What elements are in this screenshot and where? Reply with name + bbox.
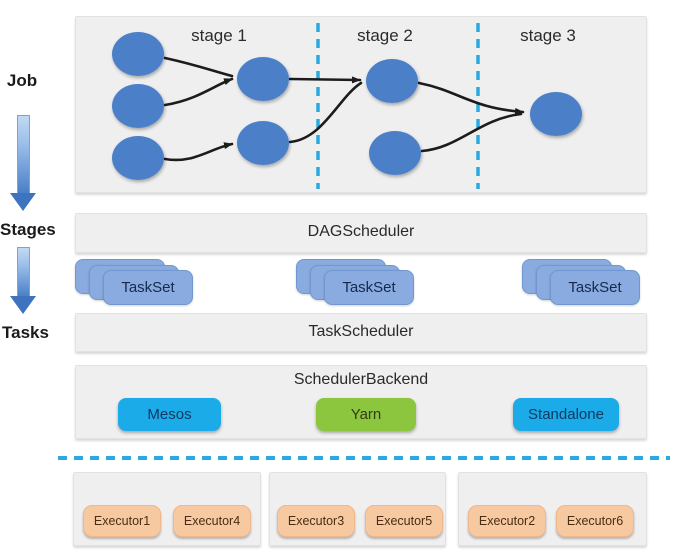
- executor6-button: Executor6: [556, 505, 634, 537]
- executor-group-1: Executor1 Executor4: [73, 472, 261, 546]
- executor-group-3: Executor2 Executor6: [458, 472, 647, 546]
- rdd-node-8: [530, 92, 582, 136]
- edge-r2-to-r4: [163, 77, 234, 107]
- taskset-stack-3: TaskSet: [522, 259, 640, 305]
- stage1-label: stage 1: [191, 26, 247, 45]
- yarn-button: Yarn: [316, 398, 416, 431]
- edge-r6-to-r8: [417, 81, 525, 115]
- cluster-separator: [58, 456, 670, 460]
- edge-r5-to-r6: [288, 81, 363, 144]
- scheduler-backend-box: SchedulerBackend Mesos Yarn Standalone: [75, 365, 647, 439]
- scheduler-backend-label: SchedulerBackend: [293, 371, 429, 388]
- dag-graph: [112, 23, 582, 189]
- executor5-button: Executor5: [365, 505, 443, 537]
- executor-group-2: Executor3 Executor5: [269, 472, 446, 546]
- taskset-label: TaskSet: [121, 279, 175, 296]
- rdd-node-5: [237, 121, 289, 165]
- taskset-stack-1: TaskSet: [75, 259, 193, 305]
- rdd-node-1: [112, 32, 164, 76]
- stage3-label: stage 3: [520, 26, 576, 45]
- dag-nodes: [112, 32, 582, 180]
- taskset-card-front: TaskSet: [324, 270, 414, 305]
- rdd-node-3: [112, 136, 164, 180]
- rdd-node-6: [366, 59, 418, 103]
- tasks-label: Tasks: [2, 323, 49, 342]
- standalone-button: Standalone: [513, 398, 619, 431]
- taskset-card-front: TaskSet: [550, 270, 640, 305]
- taskset-card-front: TaskSet: [103, 270, 193, 305]
- executor2-button: Executor2: [468, 505, 546, 537]
- edge-r7-to-r8: [420, 112, 523, 153]
- executor4-button: Executor4: [173, 505, 251, 537]
- dag-edges: [163, 56, 525, 162]
- task-scheduler-label: TaskScheduler: [308, 323, 414, 340]
- taskset-label: TaskSet: [342, 279, 396, 296]
- taskset-label: TaskSet: [568, 279, 622, 296]
- dag-scheduler-bar: DAGScheduler: [75, 213, 647, 253]
- executor1-button: Executor1: [83, 505, 161, 537]
- edge-r1-to-r4: [163, 56, 234, 78]
- stages-to-tasks-arrow-icon: [10, 247, 36, 314]
- edge-r4-to-r6: [288, 76, 362, 84]
- stages-label: Stages: [0, 220, 56, 239]
- dag-panel: stage 1 stage 2 stage 3: [75, 16, 647, 193]
- rdd-node-2: [112, 84, 164, 128]
- stage2-label: stage 2: [357, 26, 413, 45]
- rdd-node-4: [237, 57, 289, 101]
- mesos-button: Mesos: [118, 398, 221, 431]
- taskset-stack-2: TaskSet: [296, 259, 414, 305]
- rdd-node-7: [369, 131, 421, 175]
- executor3-button: Executor3: [277, 505, 355, 537]
- job-to-stages-arrow-icon: [10, 115, 36, 211]
- task-scheduler-bar: TaskScheduler: [75, 313, 647, 352]
- dag-scheduler-label: DAGScheduler: [307, 223, 415, 240]
- job-label: Job: [6, 71, 38, 90]
- edge-r3-to-r5: [163, 142, 234, 162]
